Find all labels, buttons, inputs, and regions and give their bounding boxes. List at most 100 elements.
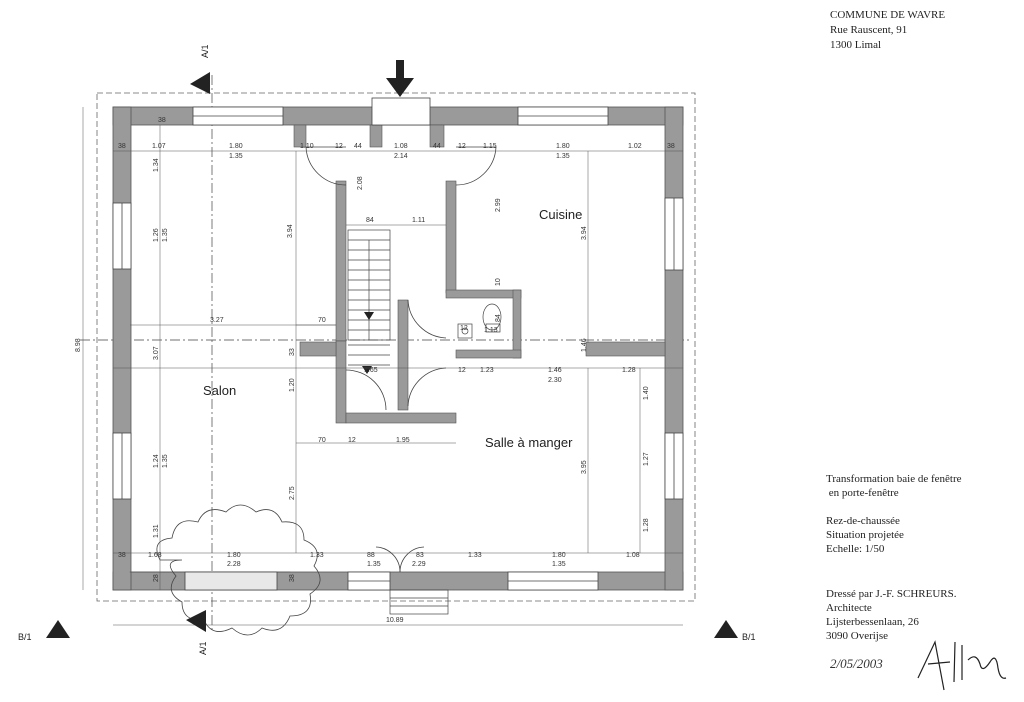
dim-label: 28 xyxy=(153,574,160,582)
dim-label: 2.99 xyxy=(495,198,502,212)
dim-label: 1.08 xyxy=(626,552,640,559)
dim-label: 83 xyxy=(416,552,424,559)
dim-label: 1.02 xyxy=(628,143,642,150)
front-steps xyxy=(389,589,449,615)
wc-fixtures xyxy=(457,303,502,339)
dim-label: 10.89 xyxy=(386,617,404,624)
dim-label: 1.68 xyxy=(148,552,162,559)
property-boundary xyxy=(96,92,696,602)
dim-label: 2.30 xyxy=(548,377,562,384)
section-marker-b1-left: B/1 xyxy=(18,620,70,642)
title-block-header: COMMUNE DE WAVRE Rue Rauscent, 91 1300 L… xyxy=(830,8,945,53)
dim-label: 3.27 xyxy=(210,317,224,324)
staircase xyxy=(347,229,391,366)
drawn-by: Dressé par J.-F. SCHREURS. xyxy=(826,588,957,600)
dim-label: 1.10 xyxy=(300,143,314,150)
room-label-salle-a-manger: Salle à manger xyxy=(485,435,573,450)
situation-label: Situation projetée xyxy=(826,529,904,541)
dim-label: 38 xyxy=(158,117,166,124)
dim-label: 1.35 xyxy=(229,153,243,160)
dim-label: 1.27 xyxy=(643,452,650,466)
dimension-labels: 38 1.07 1.80 1.35 1.10 12 44 1.08 2.14 4… xyxy=(75,117,675,624)
dim-label: 12 xyxy=(458,367,466,374)
door-swings xyxy=(305,146,497,573)
dim-label: 84 xyxy=(366,217,374,224)
stair-arrow-icon xyxy=(364,312,374,320)
svg-text:A/1: A/1 xyxy=(198,641,208,655)
dim-label: 1.28 xyxy=(622,367,636,374)
dim-label: 2.29 xyxy=(412,561,426,568)
dim-label: 1.35 xyxy=(162,454,169,468)
dim-label: 12 xyxy=(460,325,468,332)
architect-city: 3090 Overijse xyxy=(826,630,889,642)
dim-label: 1.13 xyxy=(484,327,498,334)
interior-walls xyxy=(129,124,666,573)
transformation-note: Transformation baie de fenêtre en porte-… xyxy=(826,472,962,500)
dim-label: 44 xyxy=(433,143,441,150)
dim-label: 1.80 xyxy=(229,143,243,150)
dim-label: 3.07 xyxy=(153,346,160,360)
dim-label: 88 xyxy=(367,552,375,559)
dim-label: 44 xyxy=(354,143,362,150)
dim-label: 3.94 xyxy=(581,226,588,240)
svg-text:B/1: B/1 xyxy=(18,632,32,642)
room-label-salon: Salon xyxy=(203,383,236,398)
dim-label: 3.94 xyxy=(287,224,294,238)
dim-label: 1.35 xyxy=(367,561,381,568)
commune-street: Rue Rauscent, 91 xyxy=(830,24,908,36)
dim-label: 38 xyxy=(667,143,675,150)
dim-label: 1.40 xyxy=(643,386,650,400)
entrance-arrow-icon xyxy=(386,60,414,97)
dim-label: 1.80 xyxy=(556,143,570,150)
dim-label: 2.75 xyxy=(289,486,296,500)
dim-label: 70 xyxy=(318,437,326,444)
commune-name: COMMUNE DE WAVRE xyxy=(830,9,946,21)
dimension-lines xyxy=(82,107,683,626)
dim-label: 1.31 xyxy=(153,524,160,538)
svg-text:A/1: A/1 xyxy=(200,44,210,58)
room-label-cuisine: Cuisine xyxy=(539,207,582,222)
note-line: en porte-fenêtre xyxy=(826,487,899,499)
dim-label: 1.33 xyxy=(310,552,324,559)
dim-label: 12 xyxy=(348,437,356,444)
dim-label: 1.26 xyxy=(153,228,160,242)
dim-label: 38 xyxy=(118,143,126,150)
dim-label: 1.23 xyxy=(480,367,494,374)
dim-label: 1.46 xyxy=(581,338,588,352)
dim-label: 1.65 xyxy=(364,367,378,374)
dim-label: 1.33 xyxy=(468,552,482,559)
dim-label: 8.98 xyxy=(75,338,82,352)
dim-label: 1.07 xyxy=(152,143,166,150)
signature-date: 2/05/2003 xyxy=(830,656,883,671)
scale-label: Echelle: 1/50 xyxy=(826,543,885,555)
dim-label: 1.24 xyxy=(153,454,160,468)
dim-label: 1.80 xyxy=(552,552,566,559)
architect-block: Dressé par J.-F. SCHREURS. Architecte Li… xyxy=(826,587,957,643)
dim-label: 38 xyxy=(118,552,126,559)
dim-label: 70 xyxy=(318,317,326,324)
section-marker-b1-right: B/1 xyxy=(714,620,756,642)
note-line: Transformation baie de fenêtre xyxy=(826,473,962,485)
dim-label: 1.11 xyxy=(412,217,425,224)
dim-label: 12 xyxy=(458,143,466,150)
revision-cloud xyxy=(156,504,321,636)
dim-label: 1.20 xyxy=(289,378,296,392)
dim-label: 1.08 xyxy=(394,143,408,150)
section-marker-a1-bottom: A/1 xyxy=(186,610,208,655)
dim-label: 1.35 xyxy=(552,561,566,568)
dim-label: 1.95 xyxy=(396,437,410,444)
dim-label: 33 xyxy=(289,348,296,356)
dim-label: 12 xyxy=(335,143,343,150)
dim-label: 1.35 xyxy=(556,153,570,160)
windows xyxy=(112,97,684,591)
dim-label: 1.28 xyxy=(643,518,650,532)
architect-signature xyxy=(917,640,1007,691)
dim-label: 1.15 xyxy=(483,143,497,150)
dim-label: 84 xyxy=(495,314,502,322)
dim-label: 2.28 xyxy=(227,561,241,568)
level-label: Rez-de-chaussée xyxy=(826,515,900,527)
dim-label: 1.34 xyxy=(153,158,160,172)
dim-label: 3.95 xyxy=(581,460,588,474)
section-marker-a1-top: A/1 xyxy=(190,44,210,94)
